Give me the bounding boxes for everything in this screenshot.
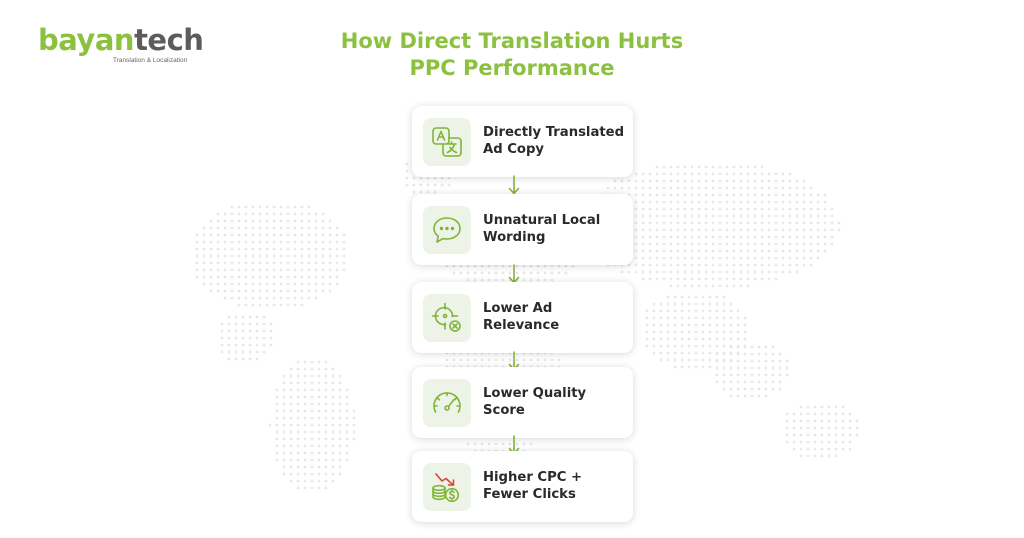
logo-brand-part1: bayan [38, 23, 135, 57]
title-line-1: How Direct Translation Hurts [340, 29, 684, 53]
step-label: Lower Ad Relevance [483, 301, 560, 333]
step-card-lower-quality-score: Lower Quality Score [412, 367, 633, 438]
translate-icon [423, 118, 471, 166]
page-title: How Direct Translation Hurts PPC Perform… [262, 28, 762, 82]
bayantech-logo: bayantech Translation & Localization [38, 23, 204, 65]
step-label: Higher CPC + Fewer Clicks [483, 470, 583, 502]
step-card-higher-cpc: Higher CPC + Fewer Clicks [412, 451, 633, 522]
step-label: Unnatural Local Wording [483, 213, 601, 245]
speedometer-icon [423, 379, 471, 427]
step-card-lower-ad-relevance: Lower Ad Relevance [412, 282, 633, 353]
step-label: Lower Quality Score [483, 386, 587, 418]
chat-bubble-icon [423, 206, 471, 254]
logo-brand-part2: tech [134, 23, 204, 57]
logo-tagline: Translation & Localization [113, 57, 188, 64]
step-label: Directly Translated Ad Copy [483, 125, 625, 157]
target-cross-icon [423, 294, 471, 342]
title-line-2: PPC Performance [409, 56, 615, 80]
coins-down-arrow-icon [423, 463, 471, 511]
flow-arrow-down-icon [508, 175, 520, 195]
logo-wordmark: bayantech [38, 23, 204, 57]
step-card-directly-translated: Directly Translated Ad Copy [412, 106, 633, 177]
step-card-unnatural-wording: Unnatural Local Wording [412, 194, 633, 265]
